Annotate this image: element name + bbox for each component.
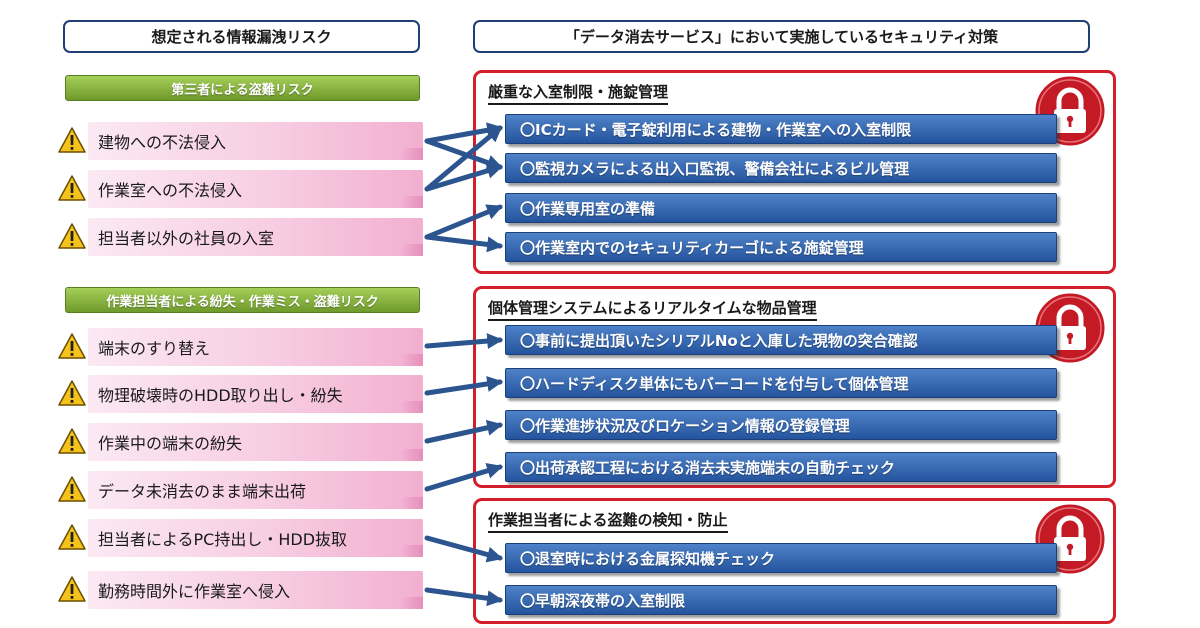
measure-bar: 〇監視カメラによる出入口監視、警備会社によるビル管理 [505, 153, 1057, 183]
arrow [424, 138, 504, 171]
risk-item: データ未消去のまま端末出荷 [88, 471, 423, 509]
risk-item: 端末のすり替え [88, 328, 423, 366]
arrow [424, 204, 503, 240]
right-header: 「データ消去サービス」において実施しているセキュリティ対策 [473, 20, 1090, 53]
arrow [424, 419, 504, 444]
measure-bar: 〇作業室内でのセキュリティカーゴによる施錠管理 [505, 232, 1057, 262]
arrow [424, 163, 504, 192]
warning-triangle-icon [58, 127, 86, 153]
measure-bar: 〇作業進捗状況及びロケーション情報の登録管理 [505, 410, 1057, 440]
arrow [424, 463, 504, 492]
warning-triangle-icon [58, 175, 86, 201]
warning-triangle-icon [58, 380, 86, 406]
warning-triangle-icon [58, 576, 86, 602]
arrow [424, 375, 504, 396]
risk-item: 勤務時間外に作業室へ侵入 [88, 571, 423, 609]
arrow [424, 535, 504, 563]
risk-item: 作業中の端末の紛失 [88, 423, 423, 461]
measure-bar: 〇事前に提出頂いたシリアルNoと入庫した現物の突合確認 [505, 325, 1057, 355]
warning-triangle-icon [58, 333, 86, 359]
arrow [424, 587, 504, 607]
left-header: 想定される情報漏洩リスク [63, 20, 420, 53]
measure-bar: 〇退室時における金属探知機チェック [505, 543, 1057, 573]
measure-bar: 〇作業専用室の準備 [505, 193, 1057, 223]
risk-item: 担当者以外の社員の入室 [88, 218, 423, 256]
measure-bar: 〇ハードディスク単体にもバーコードを付与して個体管理 [505, 368, 1057, 398]
measure-bar: 〇出荷承認工程における消去未実施端末の自動チェック [505, 452, 1057, 482]
risk-group-label-staff: 作業担当者による紛失・作業ミス・盗難リスク [65, 287, 420, 313]
risk-item: 物理破壊時のHDD取り出し・紛失 [88, 375, 423, 413]
risk-item: 建物への不法侵入 [88, 122, 423, 160]
arrow [424, 234, 504, 253]
panel-title: 作業担当者による盗難の検知・防止 [488, 511, 728, 533]
warning-triangle-icon [58, 223, 86, 249]
arrow [424, 333, 504, 350]
warning-triangle-icon [58, 476, 86, 502]
risk-group-label-third-party: 第三者による盗難リスク [65, 75, 420, 101]
arrow [424, 125, 503, 192]
risk-item: 担当者によるPC持出し・HDD抜取 [88, 519, 423, 557]
panel-title: 個体管理システムによるリアルタイムな物品管理 [488, 299, 817, 321]
risk-item: 作業室への不法侵入 [88, 170, 423, 208]
measure-bar: 〇ICカード・電子錠利用による建物・作業室への入室制限 [505, 114, 1057, 144]
warning-triangle-icon [58, 428, 86, 454]
warning-triangle-icon [58, 524, 86, 550]
measure-bar: 〇早朝深夜帯の入室制限 [505, 585, 1057, 615]
panel-title: 厳重な入室制限・施錠管理 [488, 83, 669, 105]
